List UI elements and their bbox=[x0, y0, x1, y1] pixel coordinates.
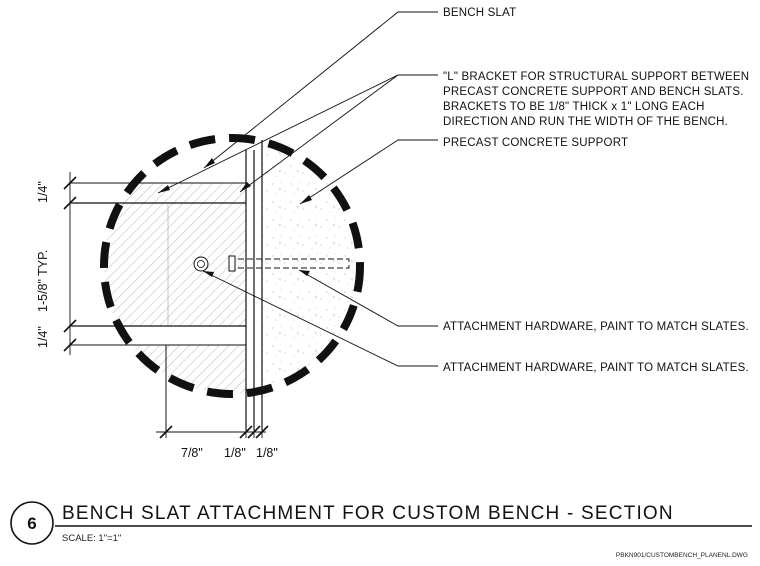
detail-number: 6 bbox=[27, 514, 36, 533]
dim-vertical-top: 1/4" bbox=[36, 181, 50, 203]
detail-title: BENCH SLAT ATTACHMENT FOR CUSTOM BENCH -… bbox=[62, 503, 674, 524]
dim-horiz-mid: 1/8" bbox=[224, 446, 246, 460]
dim-horiz-left: 7/8" bbox=[181, 446, 203, 460]
callout-l-bracket-line-4: DIRECTION AND RUN THE WIDTH OF THE BENCH… bbox=[443, 116, 728, 128]
callout-l-bracket-line-1: "L" BRACKET FOR STRUCTURAL SUPPORT BETWE… bbox=[443, 71, 749, 83]
dim-vertical-mid: 1-5/8" TYP. bbox=[36, 250, 50, 312]
dim-vertical-bottom: 1/4" bbox=[36, 326, 50, 348]
callout-l-bracket-line-2: PRECAST CONCRETE SUPPORT AND BENCH SLATS… bbox=[443, 86, 744, 98]
dim-horiz-right: 1/8" bbox=[256, 446, 278, 460]
attachment-hardware bbox=[193, 255, 350, 272]
detail-boundary-circle bbox=[100, 134, 364, 398]
bench-slat-middle bbox=[104, 203, 246, 326]
file-name: PBKN901/CUSTOMBENCH_PLANENL.DWG bbox=[616, 552, 748, 559]
callout-precast-support: PRECAST CONCRETE SUPPORT bbox=[443, 137, 628, 149]
detail-number-bubble bbox=[10, 501, 54, 545]
title-block: 6 BENCH SLAT ATTACHMENT FOR CUSTOM BENCH… bbox=[10, 501, 752, 559]
precast-concrete-support bbox=[262, 138, 360, 394]
callout-l-bracket-line-3: BRACKETS TO BE 1/8" THICK x 1" LONG EACH bbox=[443, 101, 705, 113]
hardware-nut bbox=[193, 256, 209, 272]
callout-hardware-2: ATTACHMENT HARDWARE, PAINT TO MATCH SLAT… bbox=[443, 362, 749, 374]
callout-bench-slat: BENCH SLAT bbox=[443, 7, 516, 19]
bench-slat-top bbox=[104, 183, 246, 203]
detail-scale: SCALE: 1"=1" bbox=[62, 533, 121, 544]
leader-arrowheads bbox=[158, 158, 312, 277]
callout-hardware-1: ATTACHMENT HARDWARE, PAINT TO MATCH SLAT… bbox=[443, 321, 749, 333]
vertical-dimension bbox=[63, 172, 168, 355]
horizontal-dimension bbox=[156, 424, 269, 439]
leaders bbox=[157, 11, 438, 367]
